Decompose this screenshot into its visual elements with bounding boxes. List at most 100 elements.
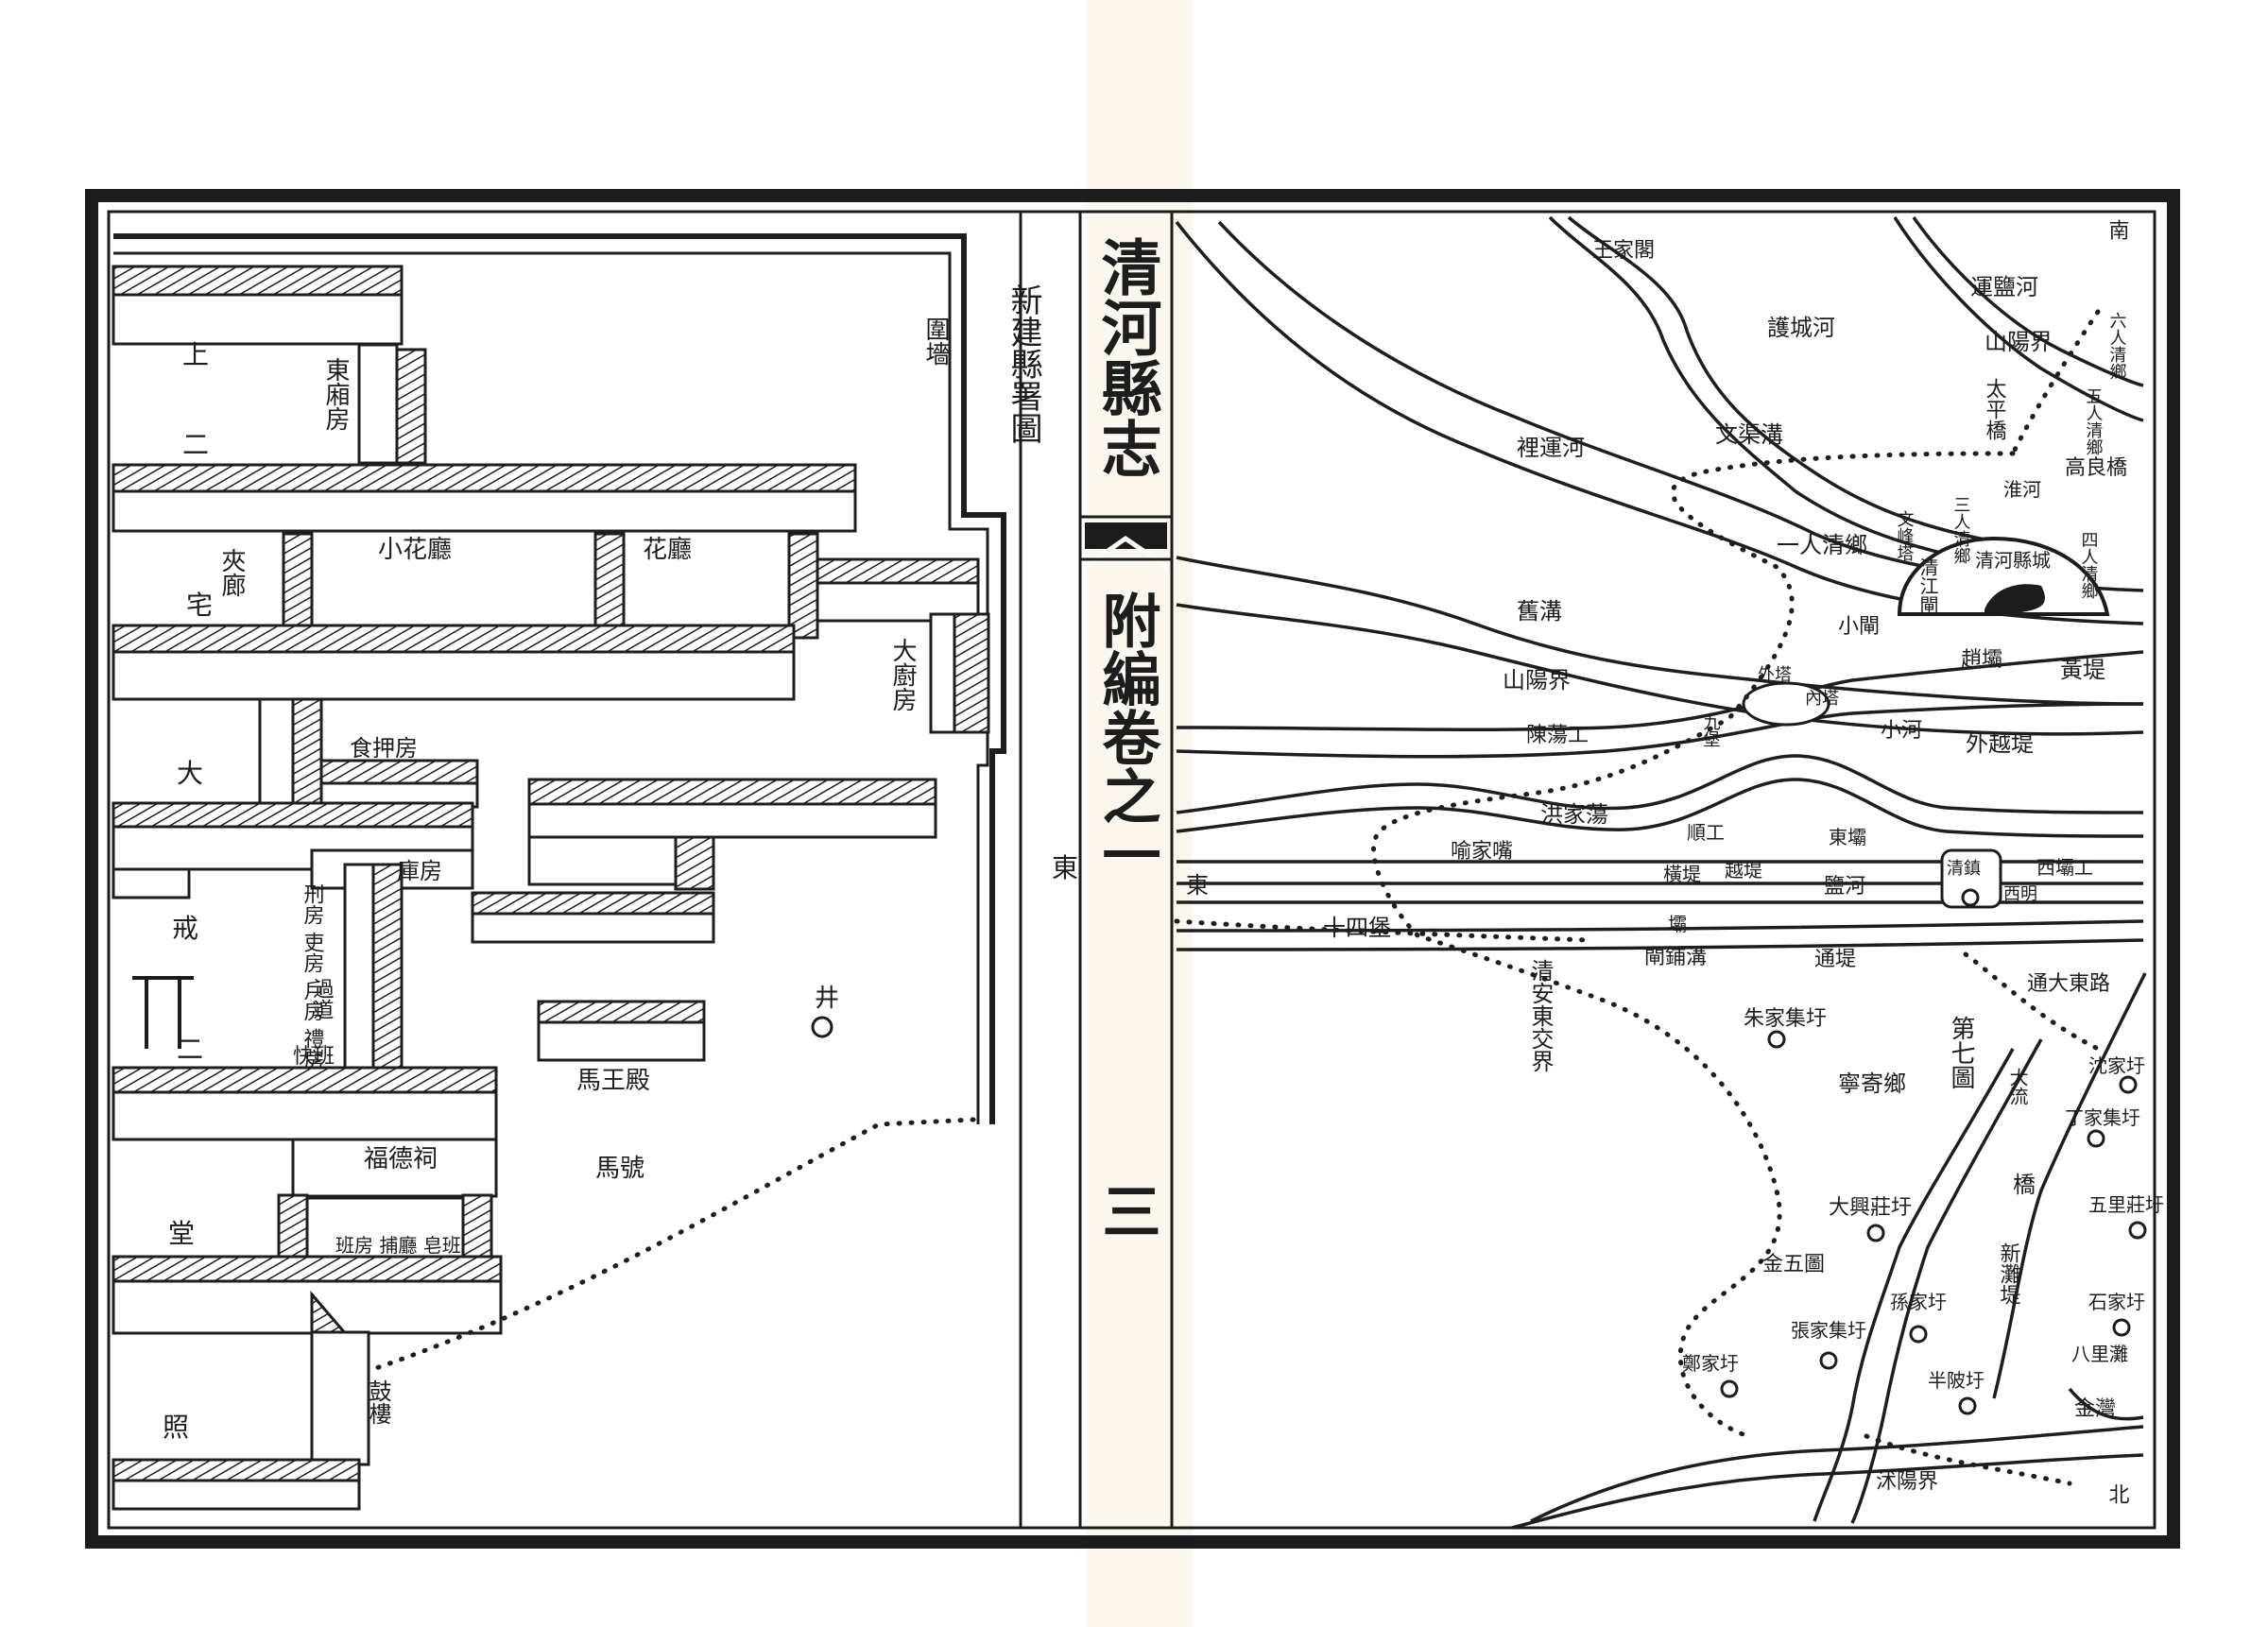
label-drum-tower: 鼓樓 — [365, 1379, 391, 1425]
label-ji: 戒 — [172, 913, 198, 944]
county-city-wall — [1897, 536, 2110, 616]
label-wu-li-zhuang: 五里莊圩 — [2088, 1193, 2164, 1216]
label-kitchen: 大廚房 — [888, 638, 917, 711]
label-four-qing: 四人清鄉 — [2079, 531, 2099, 599]
label-outer-tower: 外塔 — [1758, 665, 1792, 685]
label-well: 井 — [815, 985, 839, 1013]
label-north: 北 — [2105, 1483, 2130, 1504]
label-kuaiban: 快班 — [293, 1045, 335, 1069]
label-taiping-bridge: 太平橋 — [1983, 378, 2007, 440]
label-east-left: 東 — [1052, 852, 1078, 883]
label-zhao: 照 — [163, 1412, 189, 1443]
label-yu-jia-zui: 喻家嘴 — [1451, 840, 1513, 864]
label-chen-dang-gong: 陳蕩工 — [1526, 724, 1589, 747]
well-icon — [811, 1016, 833, 1038]
label-constable-rooms: 班房 捕廳 皂班 — [335, 1234, 461, 1257]
label-shang: 上 — [182, 339, 209, 370]
label-ban-yu: 半陂圩 — [1928, 1369, 1984, 1392]
label-qing-zhen: 清鎮 — [1947, 859, 1981, 879]
label-da: 大 — [177, 758, 203, 789]
label-shen-jia: 沈家圩 — [2088, 1054, 2145, 1077]
label-east-right: 東 — [1186, 872, 1209, 899]
label-jin-wan: 金灣 — [2074, 1397, 2116, 1421]
label-food-room: 食押房 — [350, 735, 418, 762]
label-shuyang-border: 沭陽界 — [1876, 1470, 1938, 1494]
label-er-upper: 二 — [182, 429, 209, 460]
label-shanyang-border-top: 山陽界 — [1984, 329, 2053, 355]
settlement-markers — [1720, 1030, 2147, 1415]
label-enclosing-wall: 圍墻 — [921, 317, 950, 366]
label-gou-pu-zha: 閘鋪溝 — [1644, 946, 1707, 969]
label-huaihe: 淮河 — [2003, 478, 2041, 501]
label-zhai: 宅 — [186, 590, 213, 621]
outer-frame — [85, 189, 2180, 1549]
city-core-block — [1984, 584, 2045, 614]
label-li-yun-he: 裡運河 — [1517, 435, 1585, 461]
label-zhu-jia-ji: 朱家集圩 — [1744, 1007, 1827, 1031]
label-wen-qu-gou: 文渠溝 — [1715, 421, 1783, 448]
label-qing-an-border: 清安東交界 — [1527, 959, 1554, 1072]
label-storeroom: 庫房 — [397, 858, 442, 884]
label-jiu-bao: 九堡 — [1701, 713, 1721, 747]
label-ning-ji-xiang: 寧寄鄉 — [1838, 1070, 1906, 1097]
label-xi-ming: 西明 — [2003, 884, 2037, 904]
label-wai-yue-ti: 外越堤 — [1966, 730, 2034, 757]
label-passage: 過道 — [310, 978, 335, 1019]
label-da-liu: 大流 — [2006, 1068, 2029, 1105]
volume-heading: 附編卷之一 — [1092, 591, 1161, 883]
label-yue-ti: 越堤 — [1725, 859, 1762, 882]
county-waterways-map: 南 北 東 王家閣 運鹽河 護城河 山陽界 六人清鄉 文渠溝 太平橋 裡運河 高… — [1174, 215, 2164, 1530]
label-heng-ti: 橫堤 — [1663, 863, 1701, 885]
label-east-rooms: 東廂房 — [321, 357, 350, 431]
label-hong-jia-dang: 洪家蕩 — [1540, 801, 1608, 828]
label-er-lower: 二 — [177, 1034, 203, 1065]
label-da-xing-zhuang: 大興莊圩 — [1829, 1196, 1912, 1220]
label-qinghe-city: 清河縣城 — [1975, 549, 2051, 572]
label-fude-shrine: 福德祠 — [364, 1145, 438, 1173]
label-shi-jia: 石家圩 — [2088, 1291, 2145, 1313]
label-wuren-qing: 五人清鄉 — [2084, 387, 2104, 455]
label-hu-cheng-he: 護城河 — [1767, 315, 1835, 341]
label-qing-jiang-zha: 清江閘 — [1916, 557, 1939, 614]
label-mawang-hall: 馬王殿 — [576, 1067, 650, 1095]
label-wang-jia-ge: 王家閣 — [1592, 239, 1655, 263]
label-yi-qing-xiang: 一人清鄉 — [1777, 532, 1867, 558]
label-ba-li-tan: 八里灘 — [2071, 1343, 2128, 1365]
label-six-qing: 六人清鄉 — [2107, 312, 2127, 380]
label-small-flower-hall: 小花廳 — [378, 536, 452, 564]
label-gou-ba: 壩 — [1668, 913, 1687, 935]
label-three-qing: 三人清鄉 — [1951, 496, 1971, 564]
yamen-map-title: 新建縣署圖 — [1005, 283, 1042, 444]
label-bridge: 橋 — [2013, 1172, 2036, 1198]
label-xi-ba-gong: 西壩工 — [2036, 856, 2093, 879]
label-inner-tower: 內塔 — [1805, 689, 1839, 709]
label-offices: 刑房 吏房 戶房 禮房 — [301, 883, 325, 1070]
label-ding-jia-ji: 丁家集圩 — [2065, 1106, 2140, 1129]
label-seventh-tu: 第七圖 — [1947, 1016, 1975, 1089]
label-yun-yan-he: 運鹽河 — [1970, 274, 2038, 300]
label-xin-tan-ti: 新灘堤 — [1997, 1242, 2021, 1305]
yamen-plan-map: 新建縣署圖 圍墻 東廂房 上 二 夾廊 宅 小花廳 花廳 大廚房 大 食押房 庫… — [112, 212, 1078, 1528]
book-title: 清河縣志 — [1091, 236, 1162, 478]
enclosing-wall — [113, 233, 1006, 1124]
label-south: 南 — [2105, 219, 2129, 240]
label-xiao-he: 小河 — [1881, 719, 1922, 743]
label-yan-he: 鹽河 — [1824, 875, 1865, 899]
label-jin-wu-tu: 金五圖 — [1762, 1253, 1825, 1276]
enclosing-wall-inner — [113, 251, 989, 1124]
label-zheng-jia: 鄭家圩 — [1682, 1352, 1739, 1375]
label-jiu-gou: 舊溝 — [1517, 598, 1562, 625]
label-sun-jia: 孫家圩 — [1890, 1291, 1947, 1313]
page-fold — [1087, 0, 1193, 1627]
label-shun-gong: 順工 — [1687, 821, 1725, 844]
label-zhang-jia-ji: 張家集圩 — [1791, 1319, 1866, 1342]
label-shanyang-border-mid: 山陽界 — [1503, 667, 1571, 694]
book-spine-column: 清河縣志 附編卷之一 三 — [1078, 212, 1174, 1528]
label-corridor: 夾廊 — [217, 548, 246, 597]
label-tang: 堂 — [168, 1218, 195, 1249]
inner-outer-tower-site — [1742, 681, 1830, 727]
label-gao-liang-bridge: 高良橋 — [2065, 456, 2127, 480]
label-stable: 馬號 — [595, 1155, 644, 1183]
label-dong-ba: 東壩 — [1829, 826, 1866, 848]
label-wen-feng-ta: 文峰塔 — [1895, 510, 1915, 561]
